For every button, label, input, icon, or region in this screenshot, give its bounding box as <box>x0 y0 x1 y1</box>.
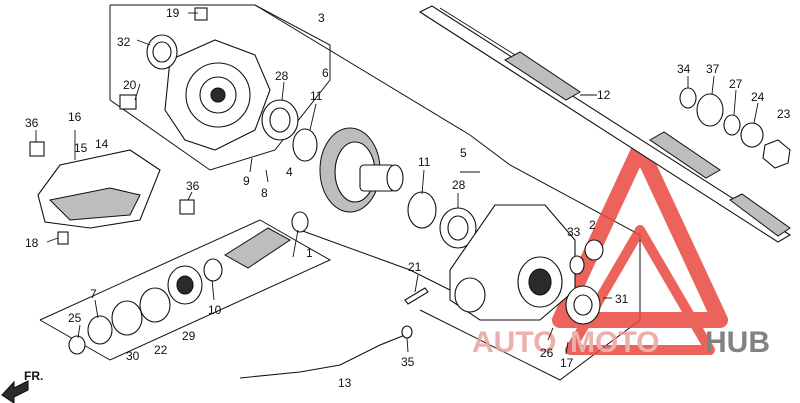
callout-7: 7 <box>90 287 97 301</box>
callout-31: 31 <box>615 292 629 306</box>
callout-28-right: 28 <box>452 178 466 192</box>
gear-case <box>449 204 576 321</box>
callout-26: 26 <box>540 346 554 360</box>
part-33 <box>569 255 585 275</box>
callout-8: 8 <box>261 186 268 200</box>
shaft-end-parts <box>679 87 791 169</box>
callout-16: 16 <box>68 110 82 124</box>
callout-4: 4 <box>286 165 293 179</box>
oil-seal-31 <box>565 285 601 325</box>
pinion-gear <box>224 211 309 269</box>
callout-11-top: 11 <box>310 89 323 103</box>
group-frames <box>39 4 641 381</box>
callout-17: 17 <box>560 356 574 370</box>
callout-20: 20 <box>123 78 137 92</box>
oil-seal-32 <box>146 34 178 70</box>
callout-24: 24 <box>751 90 765 104</box>
dowel-pin-21 <box>404 287 429 305</box>
callout-30: 30 <box>126 349 140 363</box>
callout-27: 27 <box>729 77 743 91</box>
callout-35: 35 <box>401 355 415 369</box>
callout-12: 12 <box>597 88 611 102</box>
pinion-bearings <box>68 258 223 355</box>
callout-5: 5 <box>460 146 467 160</box>
callout-25: 25 <box>68 311 82 325</box>
bearing-28-top <box>261 99 299 141</box>
callout-9: 9 <box>243 174 250 188</box>
breather-hose-13 <box>239 334 406 379</box>
callout-18: 18 <box>25 236 39 250</box>
callout-32: 32 <box>117 35 131 49</box>
callout-28-top: 28 <box>275 69 289 83</box>
callout-36-mid: 36 <box>186 179 200 193</box>
watermark-moto: MOTO <box>570 326 659 359</box>
callout-3: 3 <box>318 11 325 25</box>
callout-13: 13 <box>338 376 352 390</box>
callout-14: 14 <box>95 137 109 151</box>
callout-19: 19 <box>166 6 180 20</box>
callout-34: 34 <box>677 62 691 76</box>
callout-numbers: 19 3 32 6 28 20 11 36 16 15 14 9 8 4 36 … <box>25 6 791 390</box>
callout-33: 33 <box>567 225 581 239</box>
watermark-auto: AUTO <box>472 326 556 359</box>
shim-11-top <box>292 128 318 162</box>
ring-gear <box>319 127 404 213</box>
front-direction-arrow: FR. <box>1 369 43 403</box>
callout-15: 15 <box>74 141 88 155</box>
clip-35 <box>401 325 413 339</box>
part-2 <box>584 239 604 261</box>
callout-29: 29 <box>182 329 196 343</box>
callout-6: 6 <box>322 66 329 80</box>
autmotohub-watermark: AUTO MOTO HUB <box>472 140 770 359</box>
callout-36-left: 36 <box>25 116 39 130</box>
callout-11-right: 11 <box>418 155 431 169</box>
callout-37: 37 <box>706 62 720 76</box>
callout-1: 1 <box>306 246 313 260</box>
bolts <box>29 7 208 245</box>
callout-10: 10 <box>208 303 222 317</box>
callout-23: 23 <box>777 107 791 121</box>
skid-plate <box>37 149 161 229</box>
watermark-hub: HUB <box>705 326 770 359</box>
shim-11-right <box>407 191 437 229</box>
front-label: FR. <box>24 369 43 383</box>
callout-22: 22 <box>154 343 168 357</box>
drive-shaft <box>418 5 792 243</box>
callout-21: 21 <box>408 260 422 274</box>
callout-2: 2 <box>589 218 596 232</box>
final-drive-cover <box>164 39 271 151</box>
leader-lines <box>35 12 759 355</box>
